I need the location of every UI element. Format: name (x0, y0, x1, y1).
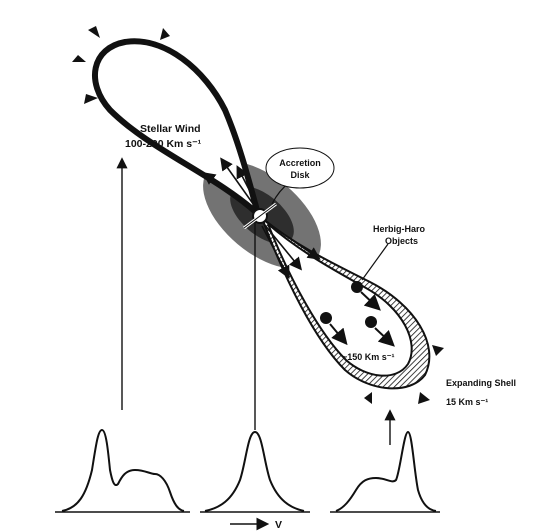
velocity-150-label: ~150 Km s⁻¹ (342, 352, 395, 362)
herbig-haro-label: Herbig-Haro (373, 224, 426, 234)
shell-speed-label: 15 Km s⁻¹ (446, 397, 488, 407)
objects-label: Objects (385, 236, 418, 246)
disk-label: Disk (290, 170, 310, 180)
expanding-shell-label: Expanding Shell (446, 378, 516, 388)
accretion-label: Accretion (279, 158, 321, 168)
stellar-wind-label: Stellar Wind (140, 123, 201, 135)
accretion-label-bubble (266, 148, 334, 188)
velocity-axis-label: V (275, 519, 282, 531)
stellar-wind-speed-label: 100-200 Km s⁻¹ (125, 138, 202, 150)
